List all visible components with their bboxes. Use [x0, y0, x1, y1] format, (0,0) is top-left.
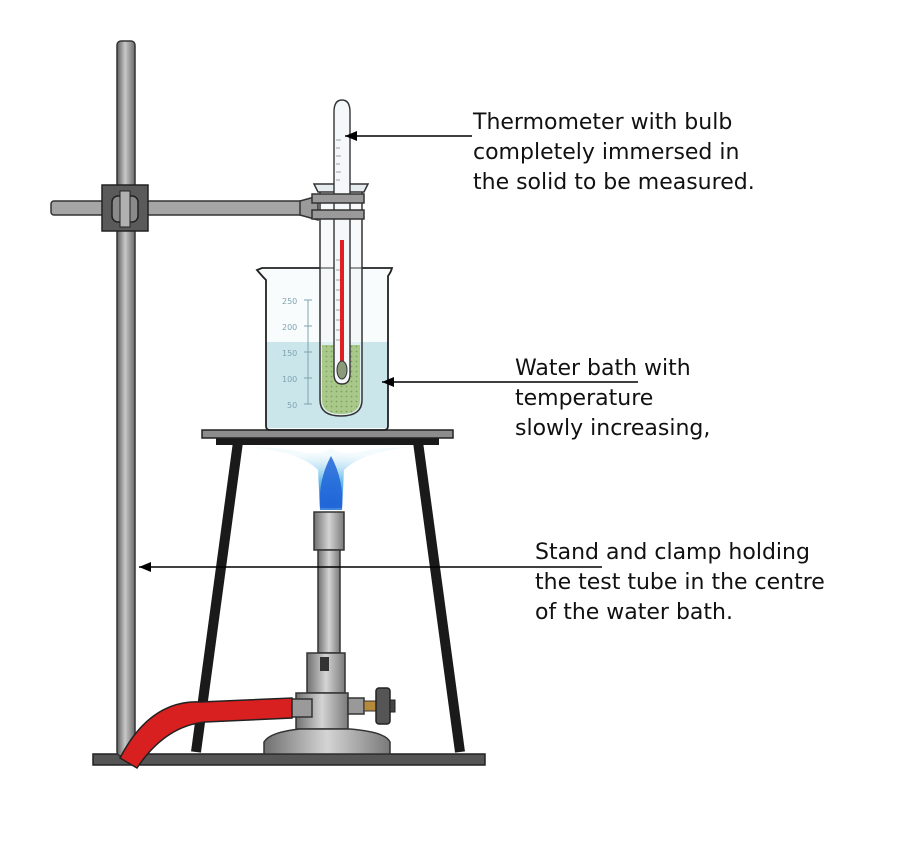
label-stand-clamp-line-3: of the water bath.: [535, 600, 733, 625]
clamp-jaw-bottom: [311, 209, 365, 220]
label-water-bath: Water bath with temperature slowly incre…: [515, 354, 710, 444]
clamp-arm: [50, 200, 307, 216]
burner-base: [263, 728, 391, 755]
mercury-column: [340, 240, 344, 362]
needle-valve-stem: [347, 697, 365, 715]
tripod-leg-left: [191, 441, 243, 753]
label-stand-clamp-line-1: Stand and clamp holding: [535, 540, 810, 565]
gas-inlet: [289, 698, 313, 718]
gauze-plate: [201, 429, 454, 439]
label-thermometer-line-3: the solid to be measured.: [473, 170, 755, 195]
burner-chimney-top: [313, 511, 345, 551]
label-stand-clamp: Stand and clamp holding the test tube in…: [535, 538, 825, 628]
label-thermometer-line-1: Thermometer with bulb: [473, 110, 733, 135]
burner-chimney: [317, 549, 341, 654]
beaker-scale-250: 250: [282, 297, 297, 306]
gas-tube: [119, 697, 293, 770]
label-stand-clamp-line-2: the test tube in the centre: [535, 570, 825, 595]
stand-rod: [116, 40, 136, 757]
pointer-stand-clamp: [139, 562, 602, 572]
label-thermometer: Thermometer with bulb completely immerse…: [473, 108, 755, 198]
label-thermometer-line-2: completely immersed in: [473, 140, 740, 165]
label-water-bath-line-2: temperature: [515, 386, 654, 411]
pointer-thermometer: [345, 131, 472, 141]
tripod-leg-right: [413, 441, 465, 753]
clamp-jaw-top: [311, 193, 365, 204]
beaker-scale: [304, 299, 312, 405]
beaker-scale-100: 100: [282, 375, 297, 384]
flame-inner: [319, 456, 343, 508]
needle-valve-knob[interactable]: [375, 687, 391, 725]
label-water-bath-line-3: slowly increasing,: [515, 416, 711, 441]
tripod-ring: [216, 437, 439, 445]
thermometer-bulb: [336, 360, 348, 380]
label-water-bath-line-1: Water bath with: [515, 356, 691, 381]
pointer-water-bath: [382, 377, 638, 387]
beaker-scale-200: 200: [282, 323, 297, 332]
beaker-scale-50: 50: [287, 401, 297, 410]
thermometer-scale: [336, 139, 341, 341]
stand-base: [92, 753, 486, 766]
beaker-scale-150: 150: [282, 349, 297, 358]
